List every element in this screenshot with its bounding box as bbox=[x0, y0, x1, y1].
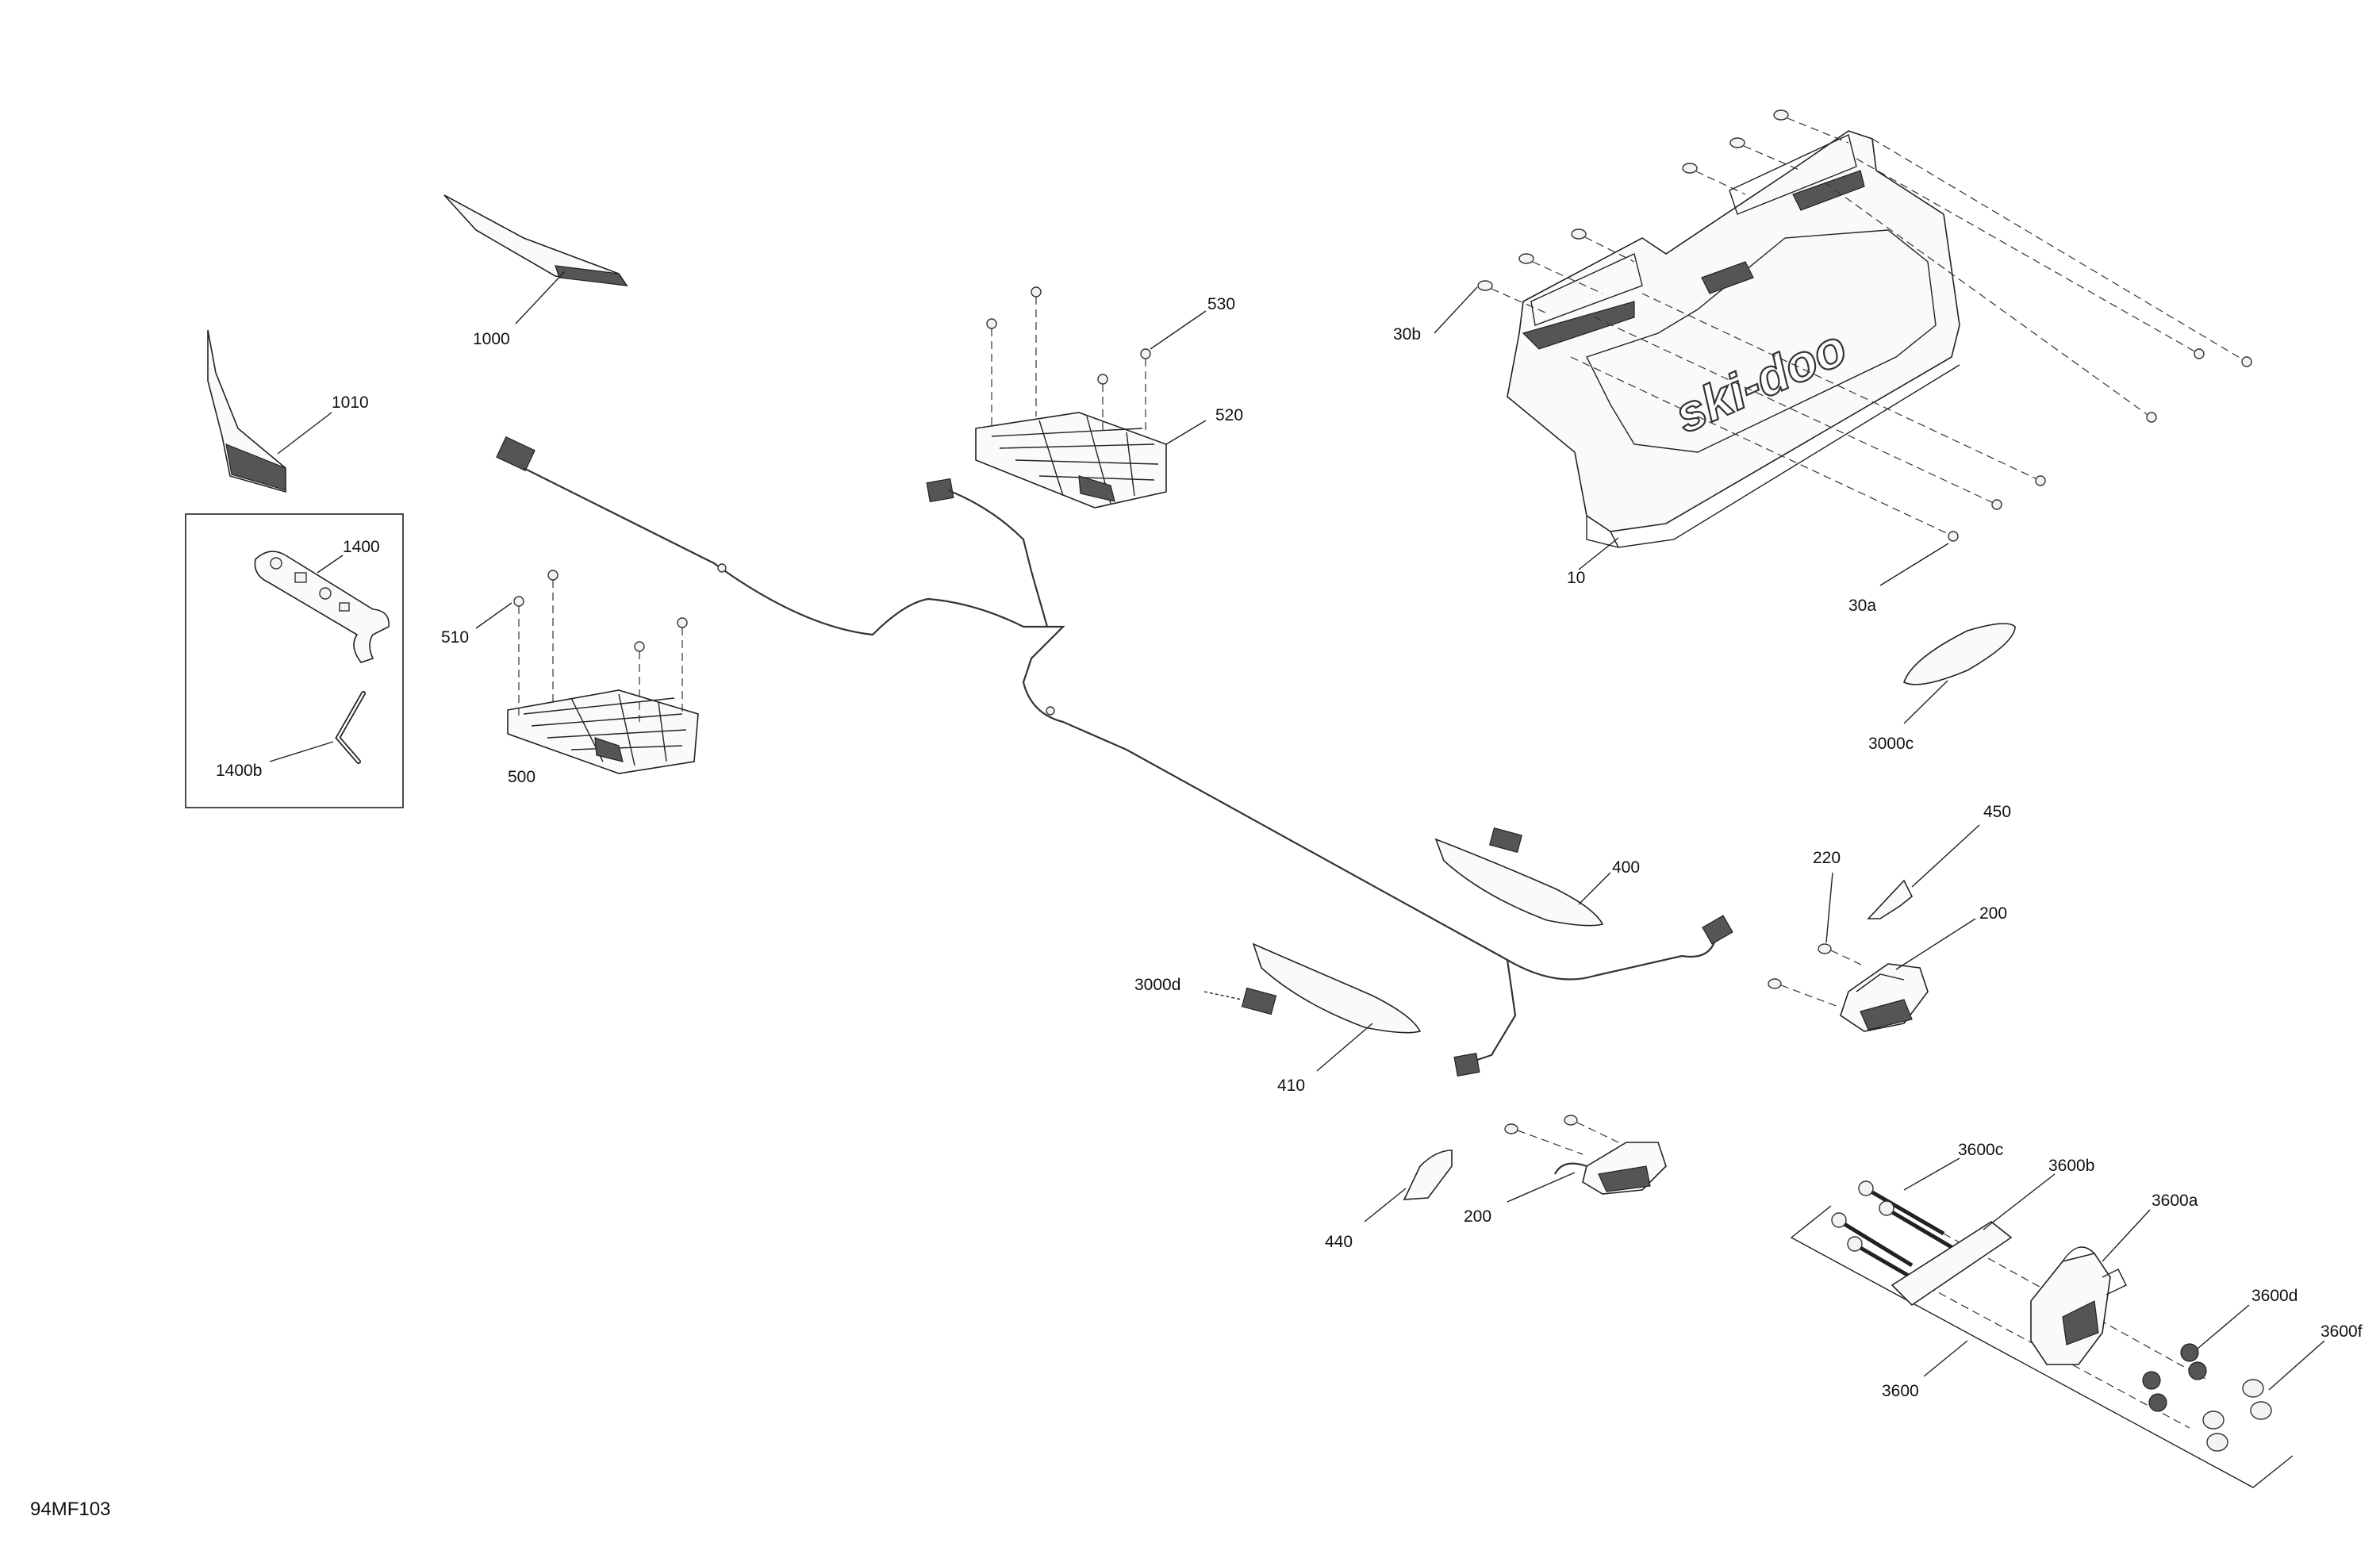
callout-3600[interactable]: 3600 bbox=[1882, 1382, 1919, 1400]
callout-3000d[interactable]: 3000d bbox=[1134, 976, 1180, 994]
leader-220 bbox=[1825, 872, 1833, 943]
nuts-3600d[interactable] bbox=[2142, 1343, 2207, 1412]
leader-520 bbox=[1165, 420, 1207, 445]
leader-1400 bbox=[317, 555, 344, 574]
toolkit-box bbox=[185, 513, 404, 808]
leader-1010 bbox=[277, 412, 332, 455]
caps-3600f[interactable] bbox=[2202, 1379, 2272, 1452]
leader-3600 bbox=[1923, 1340, 1968, 1377]
callout-3600a[interactable]: 3600a bbox=[2152, 1192, 2198, 1210]
decal-1000[interactable] bbox=[443, 194, 628, 287]
callout-440[interactable]: 440 bbox=[1325, 1233, 1353, 1251]
leader-3600c bbox=[1903, 1157, 1960, 1191]
callout-200-lower[interactable]: 200 bbox=[1464, 1207, 1491, 1226]
callout-200-upper[interactable]: 200 bbox=[1979, 904, 2007, 923]
callout-500[interactable]: 500 bbox=[508, 768, 536, 786]
callout-220[interactable]: 220 bbox=[1813, 849, 1841, 867]
footrest-500[interactable] bbox=[507, 689, 699, 774]
bolts-3600c[interactable] bbox=[1831, 1180, 2206, 1429]
callout-1000[interactable]: 1000 bbox=[473, 330, 510, 348]
callout-30b[interactable]: 30b bbox=[1393, 325, 1421, 344]
screws-530[interactable] bbox=[986, 286, 1151, 435]
leader-3600d bbox=[2197, 1304, 2250, 1349]
bracket-440[interactable] bbox=[1403, 1150, 1453, 1200]
leader-510 bbox=[475, 602, 512, 629]
callout-3600c[interactable]: 3600c bbox=[1958, 1141, 2003, 1159]
callout-530[interactable]: 530 bbox=[1207, 295, 1235, 313]
footrest-520[interactable] bbox=[975, 412, 1167, 509]
leader-1000 bbox=[515, 271, 566, 324]
bracket-450[interactable] bbox=[1867, 879, 1914, 919]
leader-440 bbox=[1364, 1188, 1407, 1223]
reflector-410[interactable] bbox=[1252, 942, 1422, 1034]
leader-410 bbox=[1316, 1023, 1373, 1072]
callout-30a[interactable]: 30a bbox=[1848, 597, 1876, 615]
tail-light-200-lower[interactable] bbox=[1504, 1115, 1667, 1195]
leader-3600a bbox=[2102, 1209, 2151, 1262]
leader-10 bbox=[1578, 537, 1619, 570]
callout-3600f[interactable]: 3600f bbox=[2320, 1322, 2363, 1341]
leader-1400b bbox=[269, 741, 334, 762]
callout-1010[interactable]: 1010 bbox=[332, 393, 369, 412]
leader-530 bbox=[1150, 310, 1207, 350]
hitch-3600a[interactable] bbox=[2030, 1246, 2127, 1365]
callout-510[interactable]: 510 bbox=[441, 628, 469, 647]
callout-400[interactable]: 400 bbox=[1612, 858, 1640, 877]
callout-1400[interactable]: 1400 bbox=[343, 538, 380, 556]
plate-3600b[interactable] bbox=[1891, 1221, 2013, 1307]
callout-3600b[interactable]: 3600b bbox=[2048, 1157, 2094, 1175]
callout-3600d[interactable]: 3600d bbox=[2251, 1287, 2297, 1305]
callout-520[interactable]: 520 bbox=[1215, 406, 1243, 424]
decal-3000d[interactable] bbox=[1241, 987, 1277, 1015]
callout-450[interactable]: 450 bbox=[1983, 803, 2011, 821]
callout-410[interactable]: 410 bbox=[1277, 1077, 1305, 1095]
nuts-220[interactable] bbox=[1768, 943, 1865, 1008]
screws-30a[interactable] bbox=[1570, 138, 2252, 542]
leader-200-upper bbox=[1895, 918, 1976, 970]
leader-3000c bbox=[1903, 680, 1948, 724]
callout-10[interactable]: 10 bbox=[1567, 569, 1585, 587]
decal-3000c[interactable] bbox=[1903, 623, 2016, 685]
callout-3000c[interactable]: 3000c bbox=[1868, 735, 1914, 753]
screws-510[interactable] bbox=[513, 570, 688, 722]
callout-1400b[interactable]: 1400b bbox=[216, 762, 262, 780]
decal-1010[interactable] bbox=[207, 329, 286, 493]
rear-bumper-10[interactable]: ski-doo bbox=[1507, 130, 1960, 548]
leader-400 bbox=[1578, 872, 1611, 905]
washers-30b[interactable] bbox=[1477, 109, 1849, 314]
leader-3600f bbox=[2268, 1340, 2325, 1391]
hitch-frame-3600 bbox=[1790, 1205, 2294, 1488]
leader-450 bbox=[1911, 824, 1980, 888]
leader-3000d bbox=[1203, 991, 1242, 1000]
spanner-wrench-1400[interactable] bbox=[254, 551, 390, 663]
leader-30b bbox=[1434, 286, 1478, 334]
leader-200-lower bbox=[1507, 1172, 1576, 1203]
reflector-400[interactable] bbox=[1434, 827, 1604, 927]
wiring-harness[interactable] bbox=[496, 436, 1733, 1077]
drawing-code: 94MF103 bbox=[30, 1499, 110, 1520]
tail-light-200-upper[interactable] bbox=[1840, 963, 1929, 1032]
hex-key-1400b[interactable] bbox=[335, 691, 366, 764]
leader-3600b bbox=[1983, 1173, 2056, 1230]
leader-30a bbox=[1879, 543, 1949, 586]
